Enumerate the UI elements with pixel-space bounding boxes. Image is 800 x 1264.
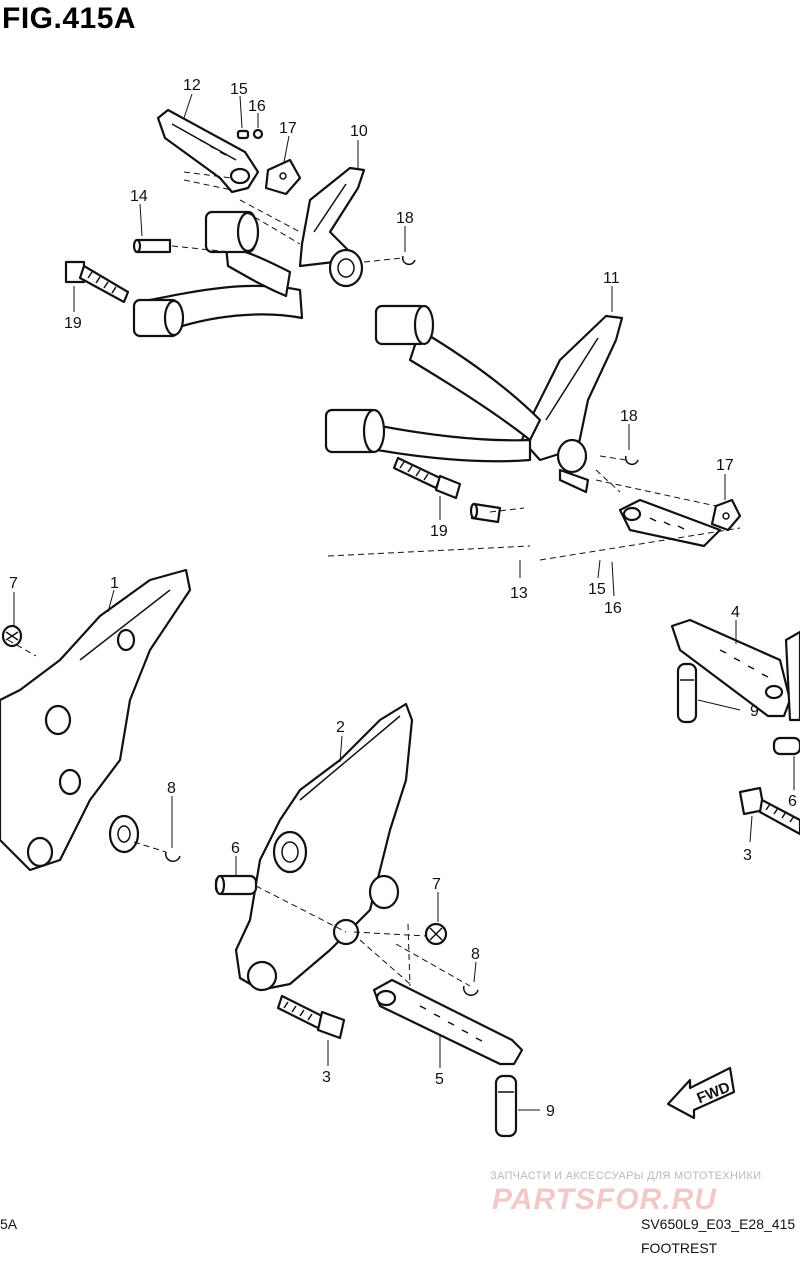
fwd-direction-arrow-icon: FWD (666, 1066, 736, 1120)
callout-16-mid: 16 (604, 600, 622, 617)
hidden-line (183, 179, 233, 191)
hidden-line (407, 923, 411, 987)
watermark-logo: PARTSFOR.RU (492, 1183, 717, 1216)
part-13-footrest-peg-right (618, 498, 722, 548)
callout-1: 1 (110, 575, 119, 592)
part-10-rear-bracket-left (298, 166, 366, 288)
callout-10: 10 (350, 123, 368, 140)
callout-7-center: 7 (432, 876, 441, 893)
part-9-pin-right (676, 662, 698, 724)
part-3-bolt-right (738, 786, 800, 836)
callout-8-left: 8 (167, 780, 176, 797)
callout-numbers: 12 15 16 17 10 14 18 19 11 18 17 19 13 1… (9, 77, 797, 1120)
part-16-ball-small (252, 128, 264, 140)
callout-7-left: 7 (9, 575, 18, 592)
hidden-line (7, 639, 37, 657)
hidden-line (255, 885, 347, 933)
callout-3-right: 3 (743, 847, 752, 864)
hidden-line (353, 931, 427, 937)
part-4-footrest-peg-right (670, 618, 800, 722)
hidden-line (395, 943, 471, 987)
part-17-detent-plate-right (710, 498, 742, 532)
part-19-bolt-lower (392, 456, 462, 500)
callout-leaders (13, 93, 795, 1111)
hidden-line (539, 527, 741, 561)
part-14-pin (132, 238, 172, 254)
part-6-pin-center (214, 874, 258, 896)
callout-8-center: 8 (471, 946, 480, 963)
callout-3-center: 3 (322, 1069, 331, 1086)
part-18-clip-lower (624, 455, 639, 466)
part-7-spring-left (1, 624, 23, 648)
part-6-pin-right (772, 736, 800, 756)
hidden-line (359, 939, 411, 985)
callout-2: 2 (336, 719, 345, 736)
part-18-clip-upper (401, 255, 416, 266)
callout-11: 11 (603, 270, 620, 287)
part-14-pin-right (469, 502, 502, 524)
hidden-line (245, 211, 301, 245)
figure-title: FIG.415A (2, 2, 137, 35)
callout-16-top: 16 (248, 98, 266, 115)
callout-4: 4 (731, 604, 740, 621)
callout-17-mid: 17 (716, 457, 734, 474)
callout-15-mid: 15 (588, 581, 606, 598)
hidden-line (363, 257, 403, 263)
rear-footrest-arm-left (132, 210, 304, 338)
watermark-tagline: ЗАПЧАСТИ И АКСЕССУАРЫ ДЛЯ МОТОТЕХНИКИ (490, 1170, 762, 1182)
callout-12: 12 (183, 77, 201, 94)
hidden-line (595, 479, 717, 507)
callout-19-mid: 19 (430, 523, 448, 540)
part-8-clip-center (462, 985, 479, 996)
part-2-front-bracket (234, 702, 414, 992)
part-11-rear-bracket-right (520, 314, 624, 474)
figure-code: SV650L9_E03_E28_415 (641, 1216, 796, 1232)
callout-17-top: 17 (279, 120, 297, 137)
part-5-footrest-peg-center (372, 978, 524, 1066)
hidden-line (489, 507, 525, 513)
part-1-front-bracket-left (0, 568, 192, 872)
part-15-screw-small (236, 129, 250, 140)
part-17-detent-plate (264, 158, 302, 196)
part-3-bolt-center (276, 994, 346, 1040)
figure-name: FOOTREST (641, 1240, 718, 1256)
rear-footrest-arm-right (324, 304, 590, 494)
callout-13: 13 (510, 585, 528, 602)
part-7-spring-center (424, 922, 448, 946)
callout-5: 5 (435, 1071, 444, 1088)
hidden-line (595, 469, 621, 493)
callout-9-right: 9 (750, 703, 759, 720)
callout-18-mid: 18 (620, 408, 638, 425)
part-12-footrest-peg (156, 108, 260, 194)
callout-19-top: 19 (64, 315, 82, 332)
hidden-line (599, 455, 627, 461)
hidden-line (133, 841, 167, 853)
part-8-clip-left (164, 851, 181, 862)
figure-ref-left: 5A (0, 1216, 18, 1232)
callout-15-top: 15 (230, 81, 248, 98)
callout-6-center: 6 (231, 840, 240, 857)
callout-18-top: 18 (396, 210, 414, 227)
hidden-line (239, 199, 301, 233)
part-19-bolt-upper (64, 260, 130, 304)
callout-6-right: 6 (788, 793, 797, 810)
hidden-line (327, 545, 531, 557)
callout-14: 14 (130, 188, 148, 205)
callout-9-center: 9 (546, 1103, 555, 1120)
part-9-pin-center (494, 1074, 518, 1138)
hidden-line (183, 171, 233, 179)
